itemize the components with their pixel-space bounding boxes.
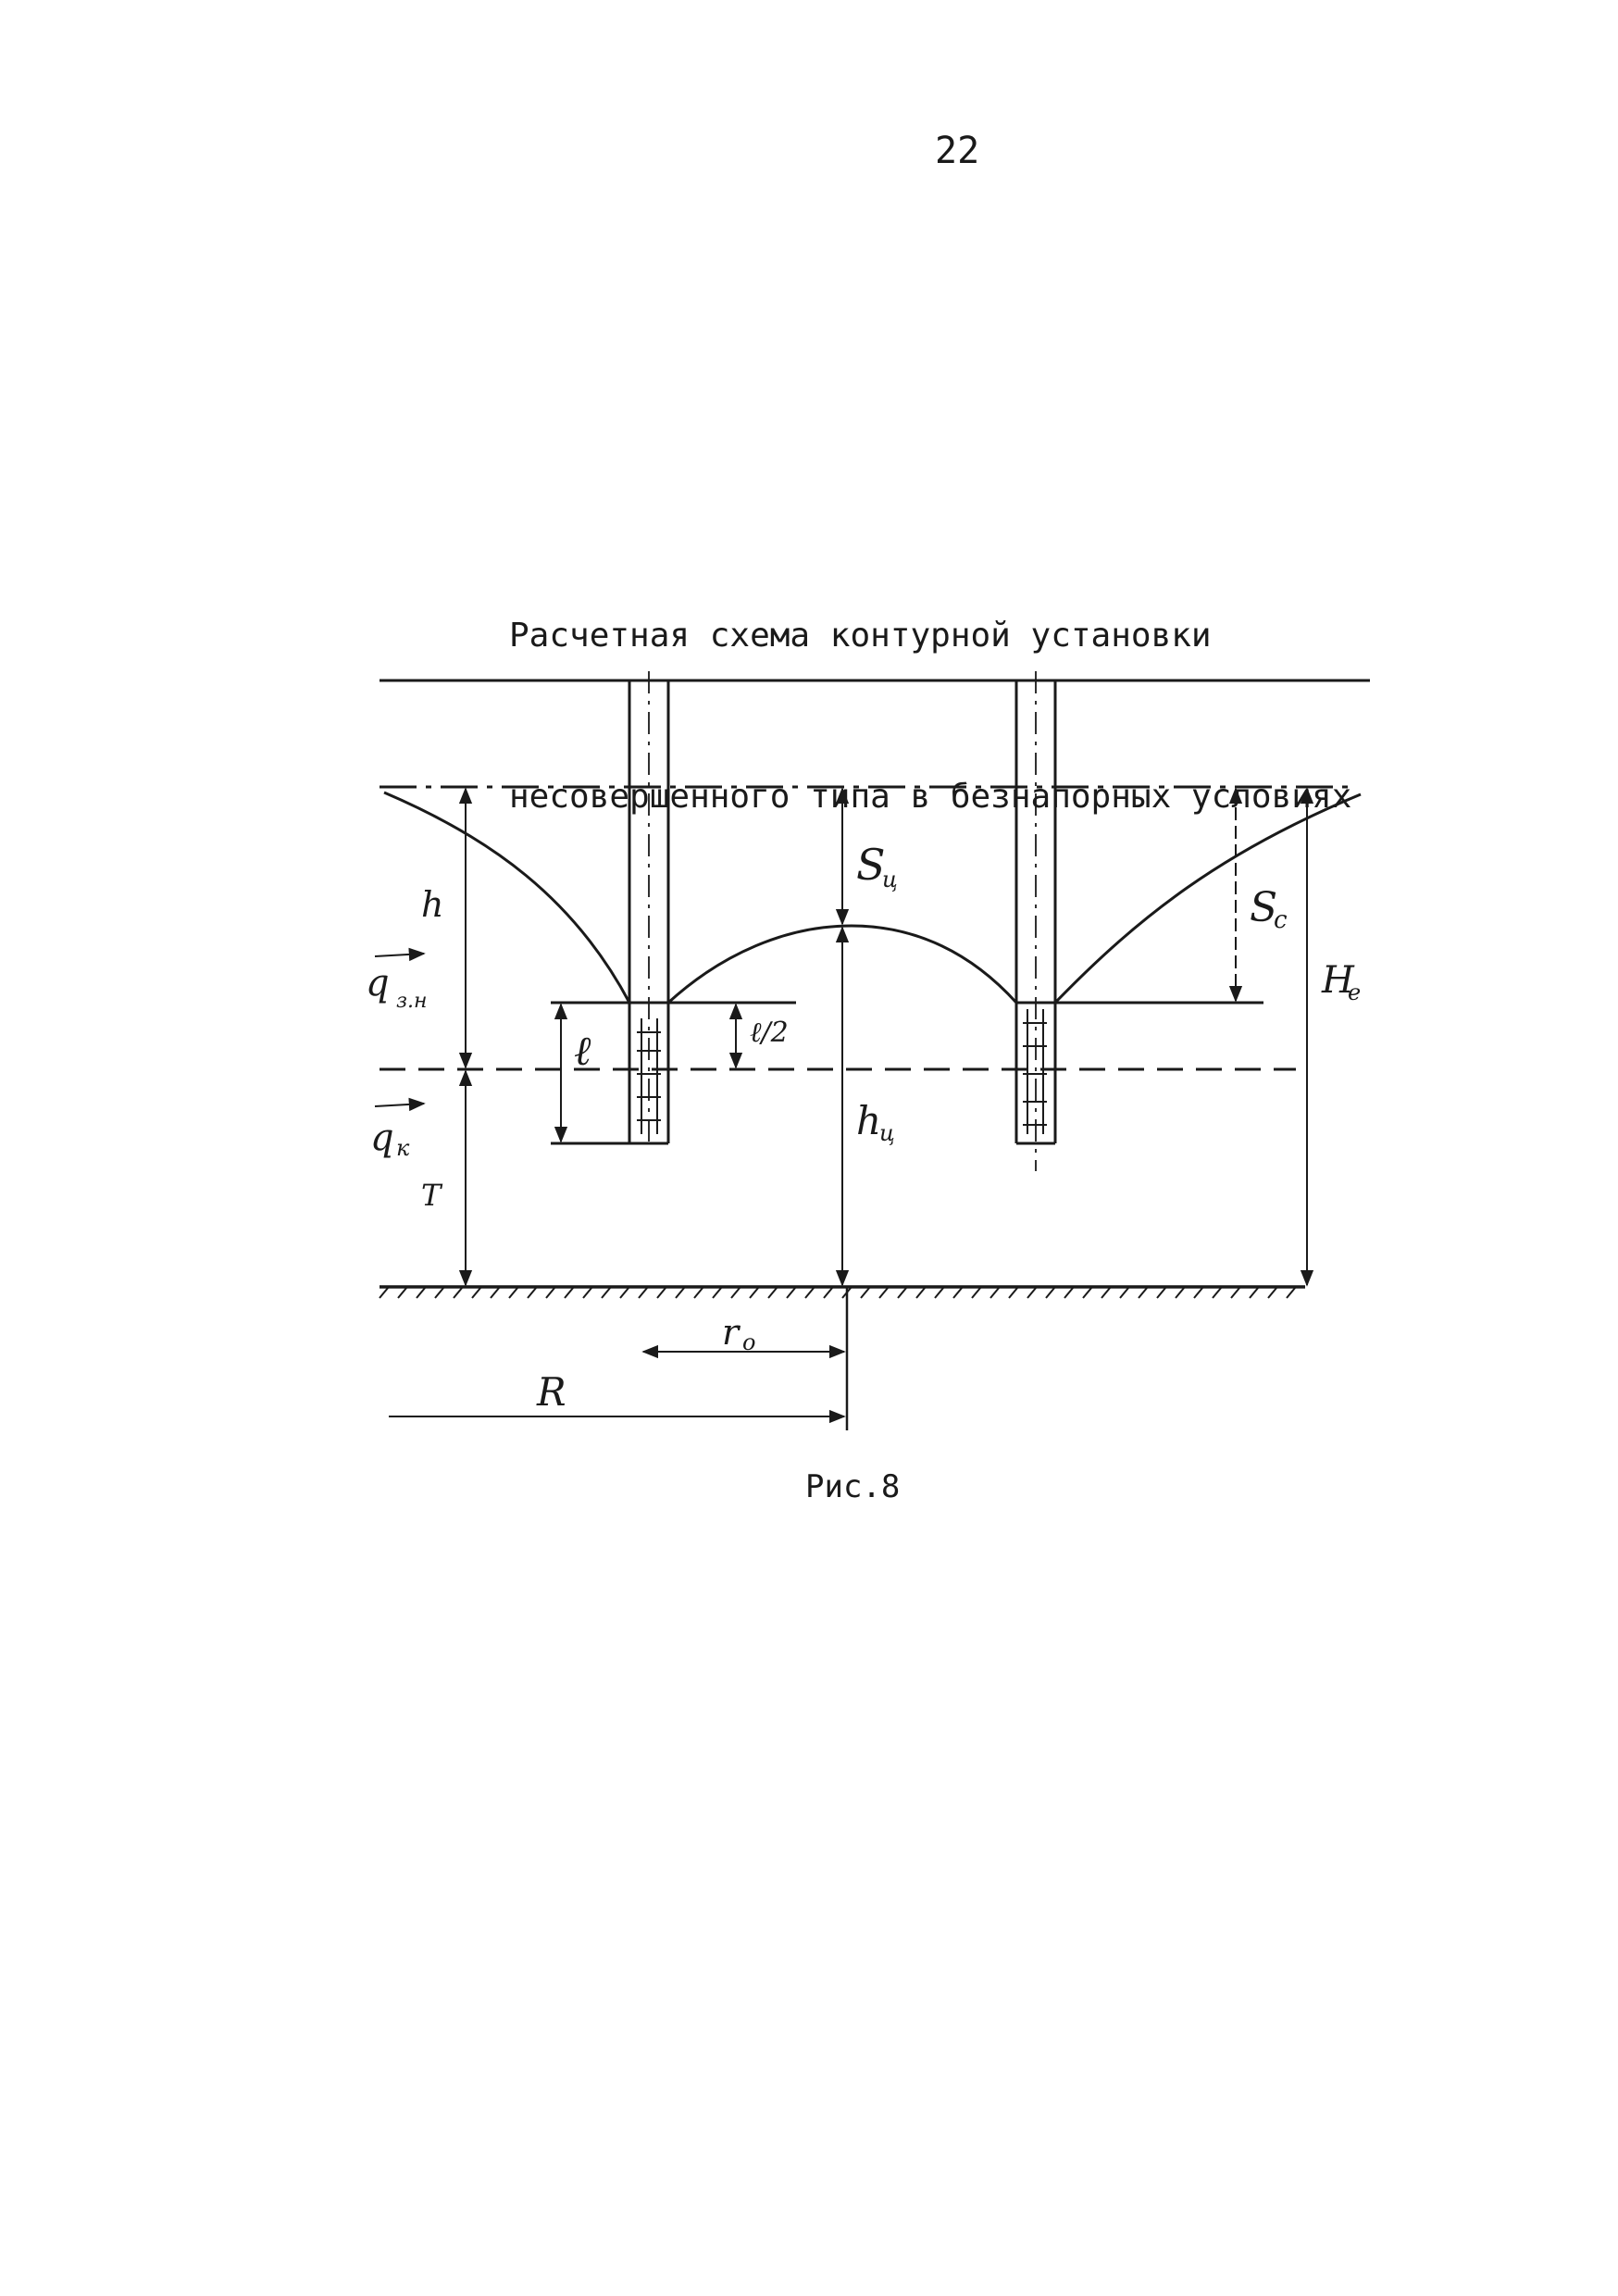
label-H-e: H [1321,959,1355,1002]
depression-curve-right [1053,792,1362,1004]
base-hatching [379,1286,1297,1299]
right-well-filter [1023,1009,1047,1134]
label-q-zn-sub: з.н [396,990,427,1013]
label-l: ℓ [574,1028,591,1075]
label-S-center: S [856,840,886,890]
label-S-c: S [1250,884,1277,931]
left-well-filter [637,1018,661,1134]
label-r0: r [722,1312,741,1353]
label-l-half: ℓ/2 [750,1017,789,1049]
label-T: T [421,1178,443,1213]
depression-curve-middle [666,924,1018,1004]
label-S-center-sub: ц [882,867,898,892]
label-r0-sub: o [742,1329,755,1355]
label-q-k: q [370,1117,394,1159]
figure-caption: Рис.8 [805,1468,901,1505]
label-H-e-sub: e [1348,980,1361,1005]
left-well [628,671,670,1148]
title-line-1: Расчетная схема контурной установки [509,617,1212,655]
label-q-zn: q [366,962,390,1004]
label-q-k-sub: к [396,1135,410,1161]
label-R: R [536,1369,566,1415]
diagram-labels: h q з.н q к T ℓ ℓ/2 S ц h ц S c H e r o … [366,840,1361,1415]
label-h: h [421,884,443,925]
flow-arrow-q-zn [374,947,426,962]
depression-curve [383,791,631,1004]
label-S-c-sub: c [1274,906,1288,934]
right-well [1014,671,1057,1171]
label-h-center: h [856,1098,881,1143]
flow-arrow-q-k [374,1097,426,1112]
figure-title: Расчетная схема контурной установки несо… [509,502,1351,878]
page-number: 22 [935,130,980,172]
label-h-center-sub: ц [879,1120,895,1146]
